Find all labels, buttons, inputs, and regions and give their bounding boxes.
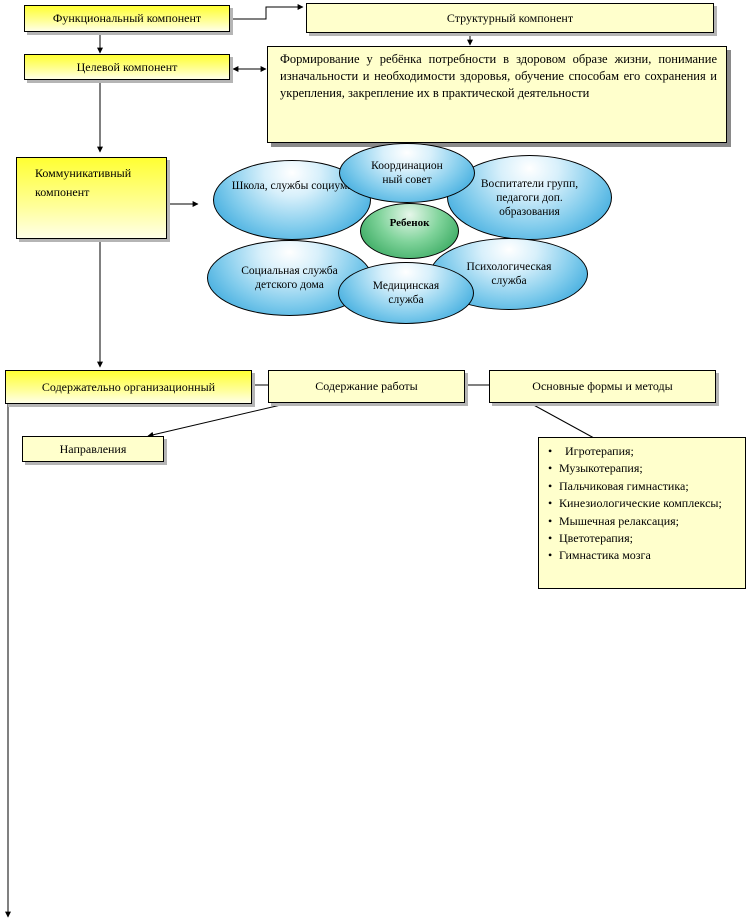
ellipse-medical-label: Медицинская служба [372,280,440,306]
forms-methods-box: Основные формы и методы [489,370,716,403]
directions-label: Направления [59,441,127,456]
ellipse-school-label: Школа, службы социума [231,180,353,192]
structural-component-box: Структурный компонент [306,3,714,33]
forms-methods-label: Основные формы и методы [532,379,673,393]
functional-component-box: Функциональный компонент [24,5,230,32]
methods-list-item: Пальчиковая гимнастика; [547,478,741,496]
methods-list-item: Игротерапия; [547,443,741,461]
ellipse-school: Школа, службы социума [213,160,371,240]
methods-list-item: Гимнастика мозга [547,547,741,565]
target-component-label: Целевой компонент [76,59,178,74]
goal-description-text: Формирование у ребёнка потребности в здо… [280,52,717,100]
work-content-label: Содержание работы [315,379,418,393]
methods-list-item: Кинезиологические комплексы; [547,495,741,513]
ellipse-coordination-label: Координацион ный совет [371,160,443,186]
methods-list: Игротерапия; Музыкотерапия; Пальчиковая … [547,443,741,565]
ellipse-child-label: Ребенок [389,217,430,229]
ellipse-medical: Медицинская служба [338,262,474,324]
methods-list-box: Игротерапия; Музыкотерапия; Пальчиковая … [538,437,746,589]
ellipse-educators-label: Воспитатели групп, педагоги доп. образов… [480,177,579,218]
ellipse-coordination: Координацион ный совет [339,143,475,203]
structural-component-label: Структурный компонент [446,10,574,25]
target-component-box: Целевой компонент [24,54,230,80]
ellipse-psych-label: Психологическая служба [466,261,552,287]
arrow-work-directions [147,403,286,438]
methods-list-item: Цветотерапия; [547,530,741,548]
functional-component-label: Функциональный компонент [52,11,202,25]
content-organizational-label: Содержательно организационный [41,379,216,394]
goal-description-box: Формирование у ребёнка потребности в здо… [267,46,727,143]
methods-list-item: Музыкотерапия; [547,460,741,478]
ellipse-social-label: Социальная служба детского дома [241,265,338,291]
work-content-box: Содержание работы [268,370,465,403]
content-organizational-box: Содержательно организационный [5,370,252,404]
arrow-functional-structural [230,4,304,20]
communicative-component-label: Коммуникативный компонент [35,166,132,199]
communicative-component-box: Коммуникативный компонент [16,157,167,239]
directions-box: Направления [22,436,164,462]
methods-list-item: Мышечная релаксация; [547,513,741,531]
ellipse-child: Ребенок [360,203,459,259]
